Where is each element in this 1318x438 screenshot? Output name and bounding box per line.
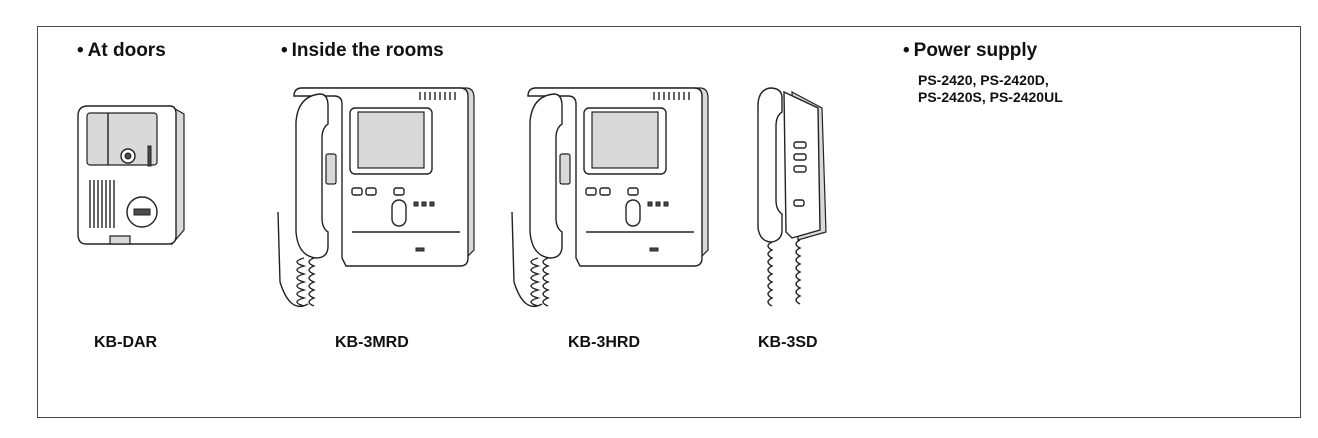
heading-at-doors: •At doors (77, 40, 166, 61)
handset-station-icon (757, 87, 827, 307)
device-model-label: KB-DAR (94, 334, 158, 351)
device-model-label: KB-3HRD (568, 334, 640, 351)
video-monitor-icon (511, 87, 709, 308)
heading-power-supply: •Power supply (903, 40, 1038, 61)
power-supply-line-1: PS-2420, PS-2420D, (918, 72, 1049, 88)
device-model-label: KB-3SD (758, 334, 818, 351)
content-frame (37, 26, 1301, 418)
door-station-icon (77, 104, 185, 246)
device-model-label: KB-3MRD (335, 334, 409, 351)
heading-inside-rooms: •Inside the rooms (281, 40, 444, 61)
video-monitor-icon (277, 87, 475, 308)
power-supply-line-2: PS-2420S, PS-2420UL (918, 89, 1063, 105)
power-supply-models: PS-2420, PS-2420D, PS-2420S, PS-2420UL (918, 72, 1063, 106)
